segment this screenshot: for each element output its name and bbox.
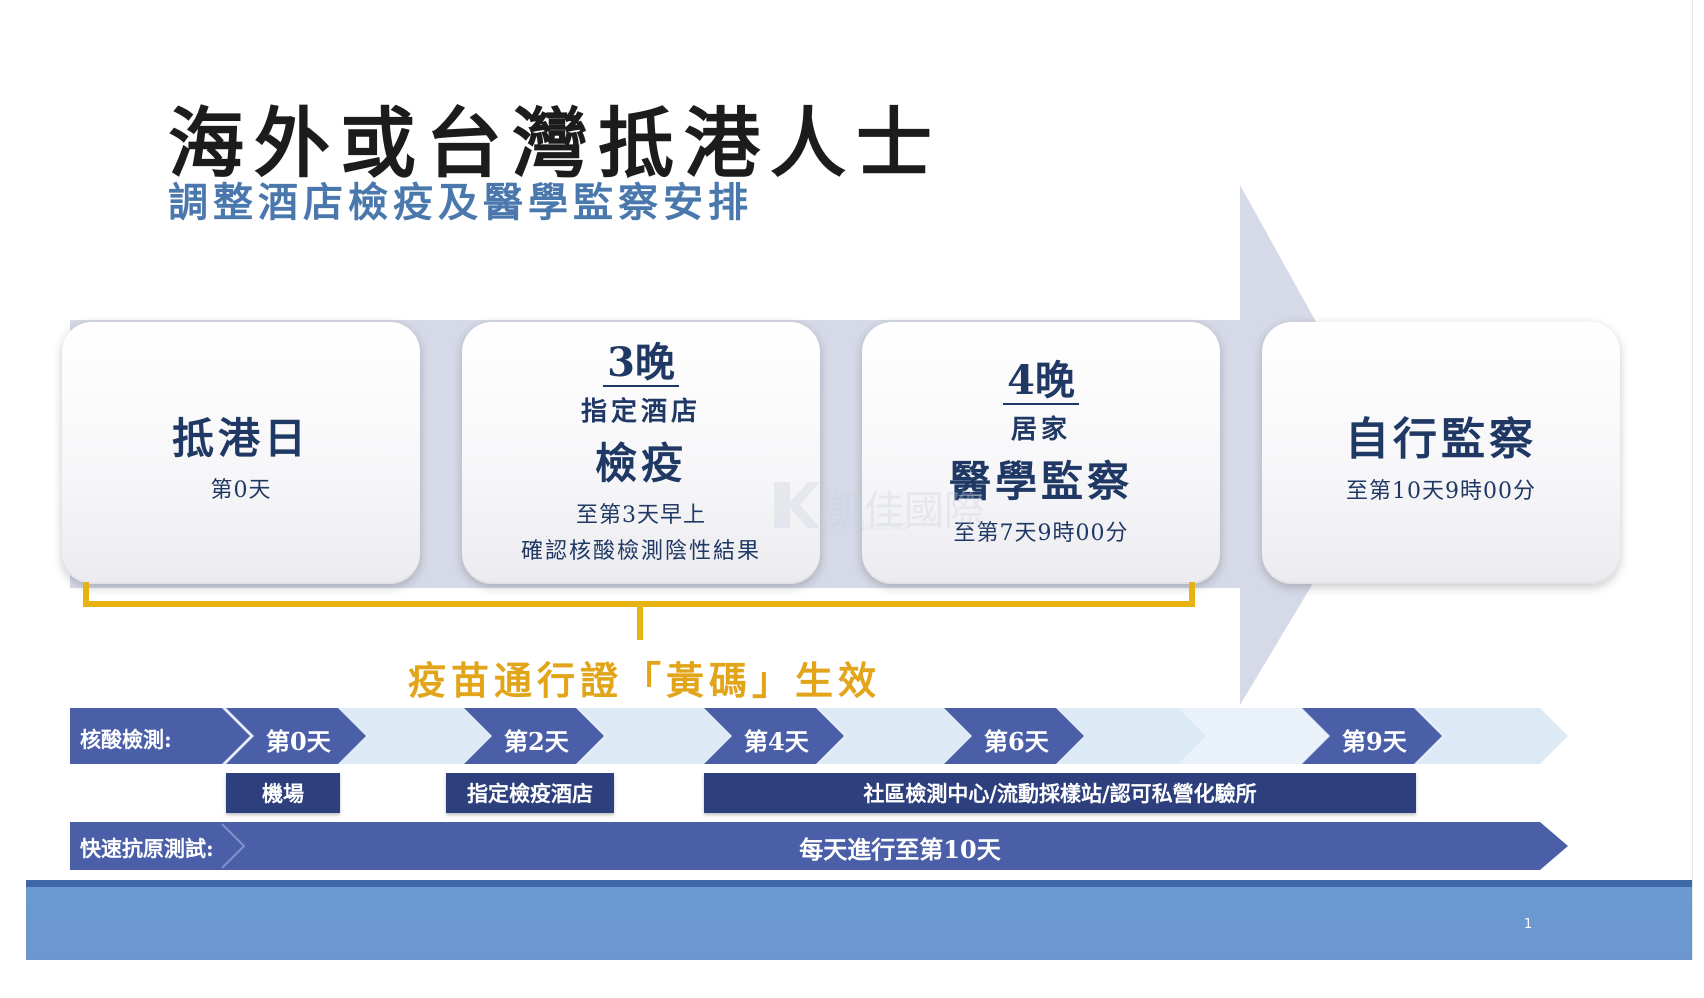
day-0-label: 第0天	[266, 727, 331, 756]
watermark: 凱佳國際 KC-CONSULTING	[768, 478, 988, 538]
hotel-place: 指定酒店	[580, 397, 701, 427]
day-6-label: 第6天	[984, 727, 1049, 756]
nucleic-label-chevron	[70, 708, 250, 764]
day-4-label: 第4天	[744, 727, 809, 756]
day-chevron	[944, 708, 1084, 764]
arrival-day: 第0天	[210, 477, 272, 503]
hotel-title: 檢疫	[594, 439, 687, 488]
hotel-condition: 確認核酸檢測陰性結果	[520, 539, 761, 564]
watermark-text: 凱佳國際	[824, 488, 984, 534]
card-self-monitoring: 自行監察 至第10天9時00分	[1262, 322, 1620, 584]
hotel-nights: 3晚	[603, 341, 679, 387]
home-until: 至第7天9時00分	[953, 521, 1129, 546]
day-chevron	[1302, 708, 1442, 764]
card-arrival-day: 抵港日 第0天	[62, 322, 420, 584]
day-chevron	[464, 708, 604, 764]
watermark-subtext: KC-CONSULTING	[826, 522, 908, 533]
rapid-test-label: 快速抗原測試:	[80, 836, 214, 861]
hotel-until: 至第3天早上	[576, 503, 706, 528]
slide-edge	[1692, 0, 1693, 960]
arrival-title: 抵港日	[171, 413, 310, 463]
day-9-label: 第9天	[1342, 727, 1407, 756]
day-2-label: 第2天	[504, 727, 569, 756]
rapid-test-arrow	[70, 822, 1568, 870]
watermark-logo-icon	[774, 482, 820, 528]
page-subtitle: 調整酒店檢疫及醫學監察安排	[168, 179, 753, 226]
page-number: 1	[1524, 917, 1533, 932]
home-title: 醫學監察	[948, 457, 1133, 506]
yellow-code-label: 疫苗通行證「黃碼」生效	[408, 658, 882, 703]
self-until: 至第10天9時00分	[1346, 479, 1536, 504]
footer-line	[26, 880, 1692, 887]
self-title: 自行監察	[1345, 414, 1537, 465]
home-nights: 4晚	[1003, 359, 1079, 405]
location-quarantine-hotel: 指定檢疫酒店	[446, 773, 614, 813]
page-title: 海外或台灣抵港人士	[168, 99, 942, 188]
footer-bar	[26, 887, 1692, 960]
day-chevron	[704, 708, 844, 764]
day-chevron	[226, 708, 366, 764]
card-home-surveillance: 4晚 居家 醫學監察 至第7天9時00分	[862, 322, 1220, 584]
location-airport: 機場	[226, 773, 340, 813]
home-place: 居家	[1010, 415, 1071, 445]
nucleic-test-label: 核酸檢測:	[80, 727, 172, 752]
card-hotel-quarantine: 3晚 指定酒店 檢疫 至第3天早上 確認核酸檢測陰性結果	[462, 322, 820, 584]
rapid-test-text: 每天進行至第10天	[799, 835, 1001, 864]
location-community-testing: 社區檢測中心/流動採樣站/認可私營化驗所	[704, 773, 1416, 813]
